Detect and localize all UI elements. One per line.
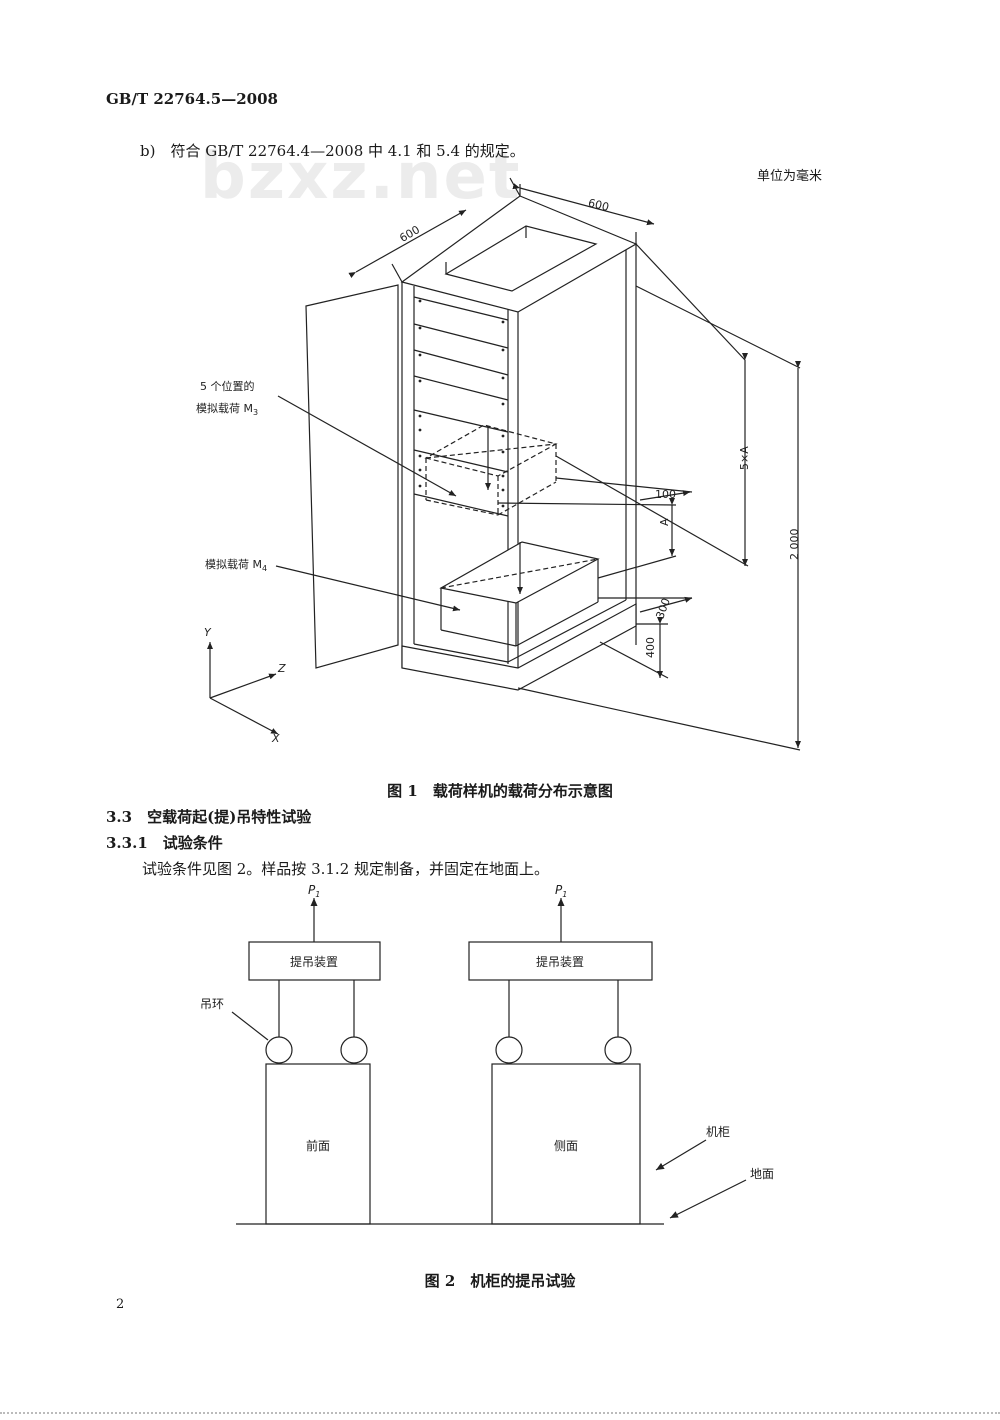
label-m3-line1: 5 个位置的 — [200, 379, 255, 393]
front-label: 前面 — [306, 1138, 330, 1153]
label-m4: 模拟载荷 M4 — [205, 557, 267, 573]
standard-number: GB/T 22764.5—2008 — [106, 90, 278, 108]
dim-100-label: 100 — [655, 488, 676, 501]
lift-device-label-right: 提吊装置 — [536, 954, 584, 969]
lift-device-front — [248, 941, 381, 981]
dim-300-label: 300 — [654, 596, 673, 620]
ground-label: 地面 — [750, 1167, 774, 1181]
body-paragraph: 试验条件见图 2。样品按 3.1.2 规定制备，并固定在地面上。 — [142, 860, 550, 878]
cabinet-side-view — [491, 1063, 641, 1225]
cabinet-plinth — [401, 602, 637, 691]
load-m3-box — [424, 424, 558, 516]
section-heading-3-3: 3.3 空载荷起(提)吊特性试验 — [106, 808, 312, 826]
cabinet-front-view — [265, 1063, 371, 1225]
figure-1-diagram: 600 600 5×A 2 000 100 A 300 400 5 个位置的 模… — [196, 177, 801, 751]
lifting-ring-right — [340, 1036, 368, 1064]
cabinet-label: 机柜 — [706, 1125, 730, 1139]
side-label: 侧面 — [554, 1139, 578, 1153]
lift-device-label-left: 提吊装置 — [290, 954, 338, 969]
dim-2000-label: 2 000 — [788, 529, 801, 561]
ring-label: 吊环 — [200, 997, 224, 1011]
lifting-ring-left — [265, 1036, 293, 1064]
force-label-left: P1 — [308, 883, 320, 899]
label-m3-line2: 模拟载荷 M3 — [196, 401, 258, 417]
watermark: bzxz.net — [200, 140, 522, 214]
force-label-right: P1 — [555, 883, 567, 899]
shelf-holes — [418, 299, 505, 508]
dim-400-label: 400 — [644, 637, 657, 658]
page-number: 2 — [116, 1297, 125, 1312]
lifting-ring-side-right — [604, 1036, 632, 1064]
figure-2-caption: 图 2 机柜的提吊试验 — [424, 1272, 576, 1290]
section-heading-3-3-1: 3.3.1 试验条件 — [106, 834, 223, 852]
lift-device-side — [468, 941, 653, 981]
figure-1-caption: 图 1 载荷样机的载荷分布示意图 — [387, 782, 613, 800]
cabinet-door — [305, 284, 399, 669]
dim-a-label: A — [658, 518, 671, 526]
list-item-b: b) 符合 GB/T 22764.4—2008 中 4.1 和 5.4 的规定。 — [140, 142, 525, 160]
axis-y-label: Y — [204, 626, 212, 639]
lifting-ring-side-left — [495, 1036, 523, 1064]
cabinet-top-opening — [444, 225, 598, 292]
page-bottom-divider — [0, 1412, 1000, 1414]
axis-x-label: X — [271, 732, 280, 745]
unit-note: 单位为毫米 — [757, 169, 823, 184]
axis-z-label: Z — [277, 662, 286, 675]
dim-5a-label: 5×A — [738, 446, 751, 470]
dim-width-label: 600 — [587, 196, 611, 214]
